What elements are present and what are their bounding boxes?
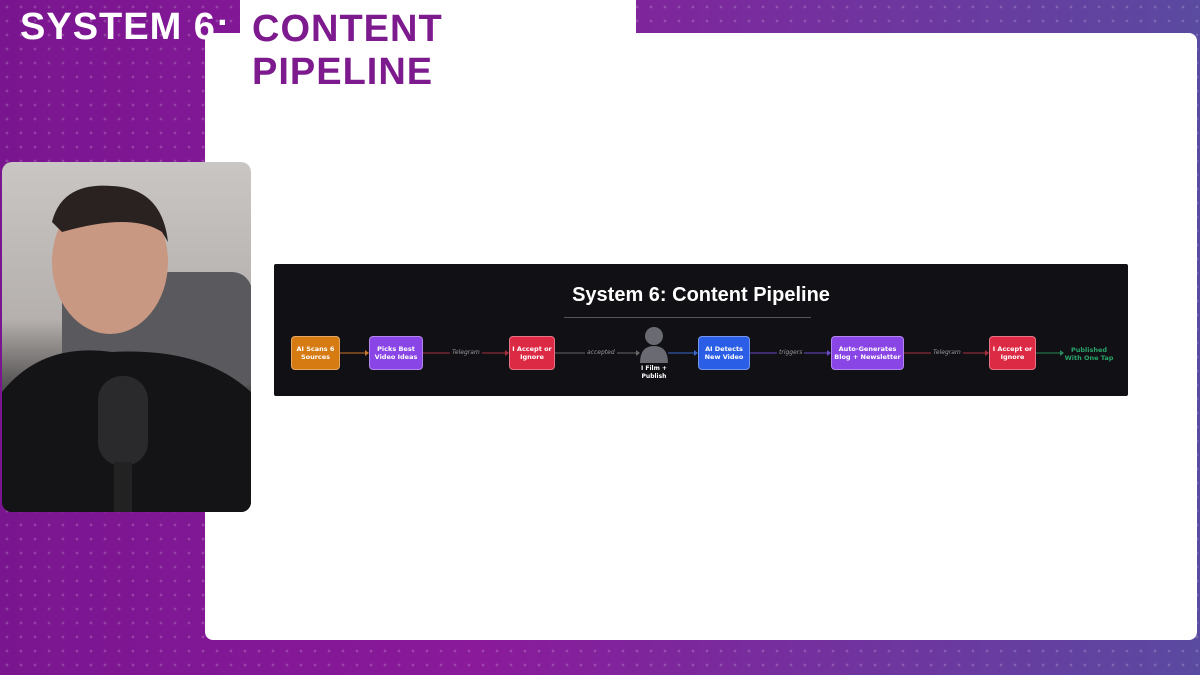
arrowhead-icon bbox=[505, 350, 509, 356]
presenter-hair bbox=[52, 185, 168, 242]
node-published: Published With One Tap bbox=[1064, 346, 1114, 363]
diagram-title: System 6: Content Pipeline bbox=[572, 284, 830, 306]
presenter-silhouette bbox=[2, 185, 251, 512]
arrowhead-icon bbox=[827, 350, 831, 356]
edges-layer bbox=[340, 350, 1064, 356]
arrowhead-icon bbox=[1060, 350, 1064, 356]
header-prefix: SYSTEM 6: bbox=[20, 6, 230, 48]
node-ai-scans: AI Scans 6 Sources bbox=[291, 336, 340, 370]
title-underline bbox=[564, 317, 811, 318]
node-auto-generates: Auto-Generates Blog + Newsletter bbox=[831, 336, 904, 370]
arrowhead-icon bbox=[636, 350, 640, 356]
node-film-publish-label: I Film + Publish bbox=[641, 365, 667, 380]
microphone-stand bbox=[114, 462, 132, 512]
arrowhead-icon bbox=[694, 350, 698, 356]
node-ai-detects: AI Detects New Video bbox=[698, 336, 750, 370]
node-picks-ideas: Picks Best Video Ideas bbox=[369, 336, 423, 370]
arrowhead-icon bbox=[985, 350, 989, 356]
edge-label-accepted: accepted bbox=[585, 349, 617, 356]
node-accept-ideas: I Accept or Ignore bbox=[509, 336, 555, 370]
header-title: CONTENT PIPELINE bbox=[240, 0, 636, 93]
person-icon bbox=[640, 327, 668, 363]
edge-label-telegram-2: Telegram bbox=[931, 349, 963, 356]
microphone bbox=[98, 376, 148, 466]
webcam-video bbox=[2, 162, 251, 512]
arrowhead-icon bbox=[365, 350, 369, 356]
edge-label-telegram-1: Telegram bbox=[450, 349, 482, 356]
node-accept-content: I Accept or Ignore bbox=[989, 336, 1036, 370]
pipeline-diagram: System 6: Content Pipeline AI Scans 6 So… bbox=[274, 264, 1128, 396]
edge-label-triggers: triggers bbox=[777, 349, 805, 356]
